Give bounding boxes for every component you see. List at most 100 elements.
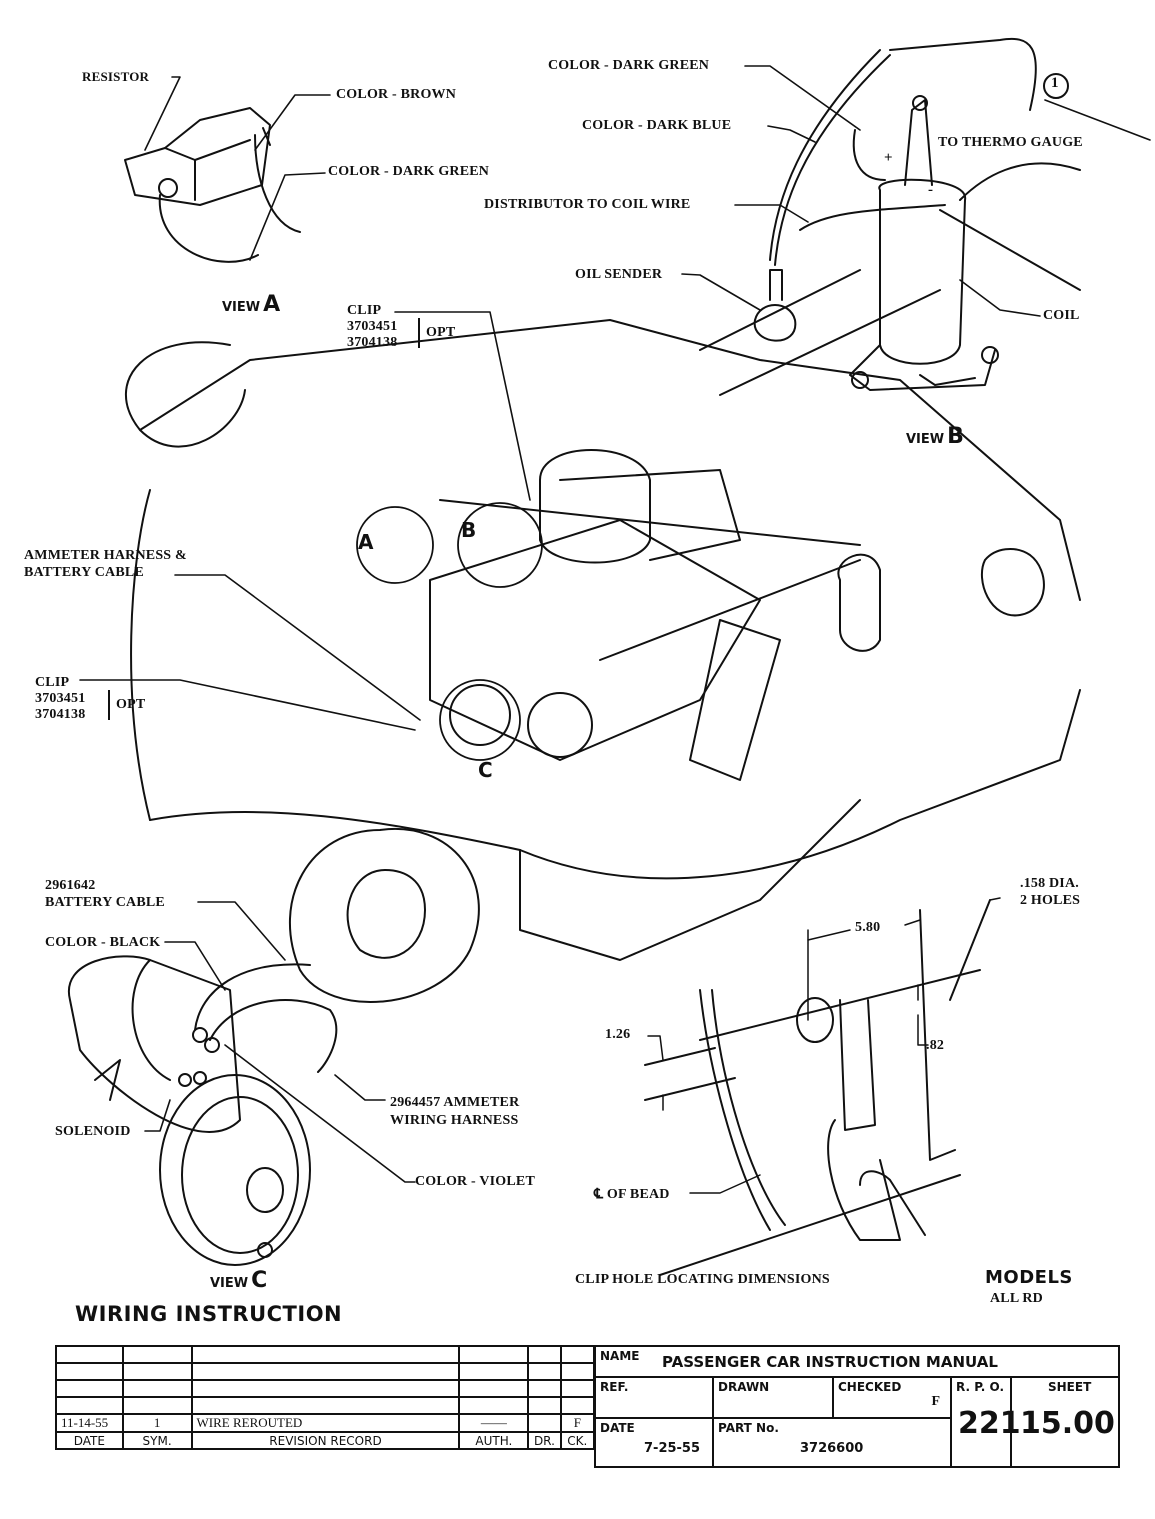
label-distributor-to-coil-wire: DISTRIBUTOR TO COIL WIRE [484,197,691,212]
checked-caption: CHECKED [838,1380,902,1394]
date-value: 7-25-55 [644,1441,701,1456]
label-center-of-bead: ℄ OF BEAD [594,1187,670,1202]
revision-cell [527,1413,562,1433]
revision-cell [458,1396,530,1415]
revision-cell: F [559,1413,596,1433]
header-auth: AUTH. [458,1431,530,1450]
name-caption: NAME [600,1349,640,1363]
ammeter-line-1: AMMETER HARNESS & [24,548,187,563]
revision-cell [559,1345,596,1364]
header-ck: CK. [559,1431,596,1450]
dimension-0-82: .82 [926,1038,945,1053]
label-solenoid: SOLENOID [55,1124,131,1139]
battery-cable-label: 2961642 BATTERY CABLE [45,877,165,911]
revision-cell [55,1345,124,1364]
sheet-caption: SHEET [1048,1380,1092,1394]
hole-diameter-label: .158 DIA. 2 HOLES [990,875,1080,909]
callout-circles [356,502,543,761]
title-block-ref: REF. [594,1376,714,1419]
revision-row [55,1362,596,1381]
revision-cell [559,1396,596,1415]
ammeter-harness-battery-cable-label: AMMETER HARNESS & BATTERY CABLE [24,547,187,581]
battery-cable-part-number: 2961642 [45,878,96,893]
revision-row [55,1396,596,1415]
clip-top-label: CLIP [347,303,382,318]
coil-positive-symbol: + [884,150,893,166]
clip-hole-dim-lines [647,897,1001,1194]
battery-cable-text: BATTERY CABLE [45,895,165,910]
models-heading: MODELS [985,1267,1073,1288]
coil-drawing [849,95,999,391]
title-block-drawn: DRAWN [712,1376,834,1419]
drawn-caption: DRAWN [718,1380,770,1394]
header-dr: DR. [527,1431,562,1450]
reference-number-1: 1 [1051,75,1059,91]
ammeter-line-2: BATTERY CABLE [24,565,144,580]
revision-cell: 1 [121,1413,193,1433]
label-coil: COIL [1043,308,1080,323]
clip-callout-bottom: CLIP 3703451 3704138 [35,675,85,723]
view-a-letter: A [263,292,281,317]
coil-negative-symbol: - [928,182,934,198]
revision-table-header: DATE SYM. REVISION RECORD AUTH. DR. CK. [55,1431,596,1450]
resistor-drawing [124,107,301,263]
models-value: ALL RD [990,1291,1043,1306]
clip-top-part-1: 3703451 [347,319,398,334]
name-value: PASSENGER CAR INSTRUCTION MANUAL [662,1353,998,1371]
revision-cell [458,1345,530,1364]
part-number-caption: PART No. [718,1421,779,1435]
clip-top-opt: OPT [418,318,455,348]
label-color-dark-green-b: COLOR - DARK GREEN [548,58,710,73]
hole-count: 2 HOLES [1020,893,1081,908]
label-color-dark-green-a: COLOR - DARK GREEN [328,164,490,179]
main-leaders [79,311,531,731]
revision-cell [190,1396,461,1415]
ammeter-wiring-harness-label: 2964457 AMMETER WIRING HARNESS [390,1094,519,1130]
document-title: WIRING INSTRUCTION [75,1302,343,1326]
ref-caption: REF. [600,1380,629,1394]
label-to-thermo-gauge: TO THERMO GAUGE [938,135,1083,150]
label-color-violet: COLOR - VIOLET [415,1174,536,1189]
clip-hole-caption: CLIP HOLE LOCATING DIMENSIONS [575,1272,830,1287]
ammeter-harness-line-2: WIRING HARNESS [390,1113,519,1128]
sheet-value: 15.00 [1020,1406,1115,1441]
dimension-5-80: 5.80 [855,920,881,935]
revision-cell [527,1396,562,1415]
label-resistor: RESISTOR [82,69,150,84]
revision-cell [527,1345,562,1364]
clip-bottom-label: CLIP [35,675,70,690]
clip-hole-drawing [644,899,991,1276]
revision-cell [458,1379,530,1398]
label-color-dark-blue: COLOR - DARK BLUE [582,118,732,133]
title-block-date: DATE 7-25-55 [594,1417,714,1468]
rpo-caption: R. P. O. [956,1380,1005,1394]
header-sym: SYM. [121,1431,193,1450]
label-color-black: COLOR - BLACK [45,935,161,950]
callout-a: A [358,530,374,554]
revision-cell [190,1379,461,1398]
revision-cell [55,1396,124,1415]
view-b-leaders [681,65,1151,317]
label-color-brown: COLOR - BROWN [336,87,457,102]
revision-cell: WIRE REROUTED [190,1413,461,1433]
view-b-wires [699,38,1081,396]
view-c-leaders [144,901,416,1183]
revision-row [55,1379,596,1398]
title-block-part-number: PART No. 3726600 [712,1417,952,1468]
hole-diameter-value: .158 DIA. [1020,876,1079,891]
revision-cell [55,1379,124,1398]
clip-bottom-part-2: 3704138 [35,707,86,722]
callout-b: B [461,518,477,542]
revision-cell [121,1396,193,1415]
revision-cell [121,1362,193,1381]
clip-bottom-part-1: 3703451 [35,691,86,706]
revision-cell [527,1379,562,1398]
view-b-word: VIEW [906,432,945,447]
revision-cell [190,1345,461,1364]
view-a-word: VIEW [222,300,261,315]
callout-c: C [478,758,493,782]
